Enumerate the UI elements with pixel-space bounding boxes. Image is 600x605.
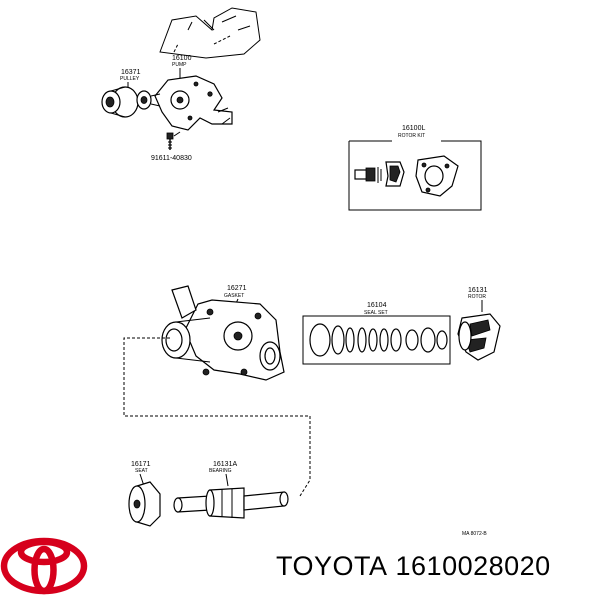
pulley-number: 16371 <box>121 69 141 76</box>
brand-part-number: 1610028020 <box>395 551 551 581</box>
bolt-number: 91611-40830 <box>151 155 192 162</box>
seal-set-number: 16104 <box>367 302 387 309</box>
seat-name: SEAT <box>135 468 148 474</box>
seal-set-16104: 16104 SEAL SET <box>302 302 451 365</box>
rotor-kit-16100L: 16100L ROTOR KIT <box>348 125 482 211</box>
seat-16171: 16171 SEAT <box>128 461 161 527</box>
rotor-name: ROTOR <box>468 294 486 300</box>
gasket-16271: 16271 GASKET <box>161 285 285 381</box>
rotor-kit-number: 16100L <box>402 125 425 132</box>
bearing-name: BEARING <box>209 468 232 474</box>
engine-outline-sketch <box>159 7 261 59</box>
gasket-number: 16271 <box>227 285 247 292</box>
bearing-number: 16131A <box>213 461 237 468</box>
rotor-number: 16131 <box>468 287 488 294</box>
pump-number: 16100 <box>172 55 192 62</box>
rotor-16131: 16131 ROTOR <box>457 287 501 361</box>
pulley-name: PULLEY <box>120 76 140 82</box>
pump-name: PUMP <box>172 62 187 68</box>
brand-name: TOYOTA <box>276 551 388 581</box>
bearing-16131A: 16131A BEARING <box>173 461 289 519</box>
pulley-16371: 16371 PULLEY <box>101 69 141 118</box>
rotor-kit-name: ROTOR KIT <box>398 133 425 139</box>
bolt-91611-40830: 91611-40830 <box>151 131 192 162</box>
toyota-logo <box>0 537 88 595</box>
gasket-name: GASKET <box>224 293 244 299</box>
diagram-code: MA 8072-B <box>462 531 487 537</box>
pump-16100: 16100 PUMP <box>136 55 233 131</box>
assembly-connector <box>123 337 311 497</box>
seat-number: 16171 <box>131 461 151 468</box>
seal-set-name: SEAL SET <box>364 310 388 316</box>
